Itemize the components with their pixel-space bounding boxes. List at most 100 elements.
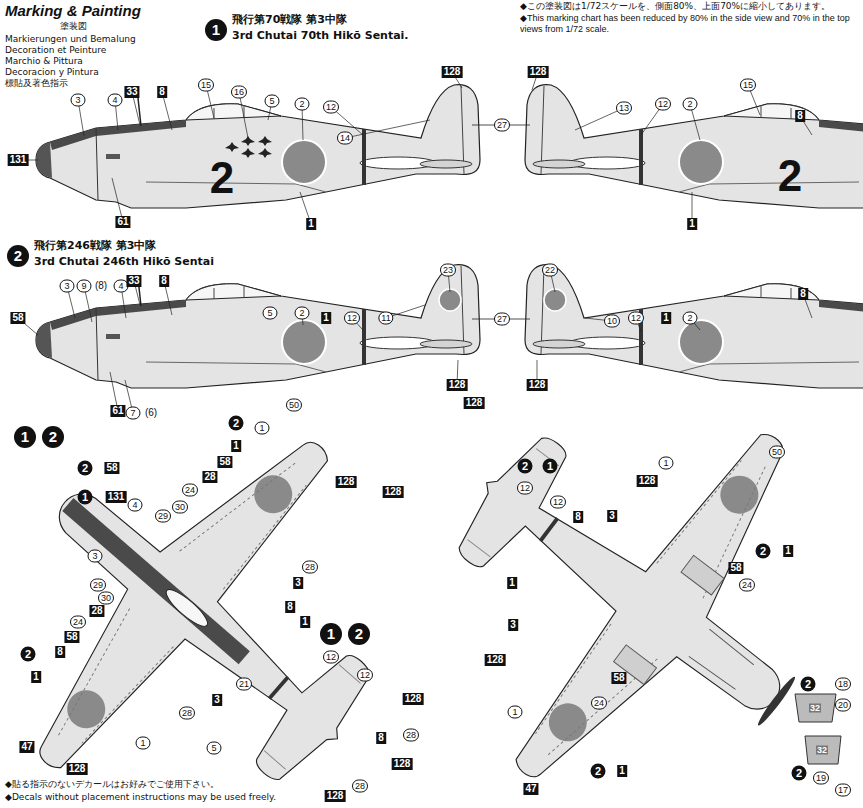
scheme-badge: 1 [543,459,558,474]
decal-number: 128 [447,379,468,391]
decal-number: 8 [157,86,167,98]
callout-number: 17 [835,784,851,797]
section-heading: 飛行第246戦隊 第3中隊 [34,240,156,251]
callout-number: 12 [628,312,644,325]
leader-line [345,120,430,138]
scheme-badge: 2 [518,459,533,474]
callout-number: 5 [265,95,280,108]
callout-number: 19 [813,772,829,785]
callout-number: 2 [683,98,698,111]
scheme-badge: 2 [229,416,244,431]
decal-number: 28 [89,605,104,617]
side-profile [525,85,863,208]
callout-number: 30 [172,501,188,514]
callout-number: 28 [302,561,318,574]
decal-number: 8 [376,732,386,744]
scheme-badge: 2 [756,544,771,559]
callout-number: 2 [295,98,310,111]
decal-number: 58 [10,312,25,324]
decal-number: 8 [795,110,805,122]
decal-number: 1 [31,671,41,683]
scheme-badge: 2 [348,623,370,645]
callout-number: 1 [508,706,523,719]
callout-number: 20 [835,699,851,712]
callout-number: 27 [494,119,510,132]
decal-number: 58 [64,631,79,643]
decal-number: 1 [306,218,316,230]
header-text: Markierungen und Bemalung [5,35,136,44]
decal-number: 128 [527,379,548,391]
eagle-emblems [225,136,272,158]
decal-number: 128 [637,475,658,487]
callout-number: 7 [126,407,141,420]
side-profile [36,265,480,388]
callout-number: 12 [550,496,566,509]
decal-number: 33 [126,275,141,287]
callout-number: 13 [616,102,632,115]
section-heading: 3rd Chutai 70th Hikō Sentai. [232,30,409,41]
callout-number: 50 [286,399,302,412]
scheme-badge: 2 [78,461,93,476]
scheme-badge: 2 [801,677,816,692]
decal-number: 3 [607,510,617,522]
decal-number: 128 [403,693,424,705]
section-heading: 飛行第70戦隊 第3中隊 [232,14,347,25]
callout-number: 4 [108,94,123,107]
callout-number: (8) [94,281,108,291]
decal-number: 3 [212,694,222,706]
decal-number: 1 [321,312,331,324]
callout-number: 28 [352,780,368,793]
decal-number: 1 [231,440,241,452]
callout-number: 16 [231,86,247,99]
header-text: Marchio & Pittura [5,57,83,66]
callout-number: 28 [403,729,419,742]
callout-number: 4 [128,499,143,512]
header-text: 塗装図 [60,22,87,31]
decal-number: 61 [110,405,125,417]
header-text: Decoration et Peinture [5,46,106,55]
callout-number: 21 [236,678,252,691]
callout-number: 1 [136,737,151,750]
decal-number: 1 [617,765,627,777]
scheme-badge: 2 [792,766,807,781]
tail-number: 32 [816,746,828,755]
callout-number: 12 [323,101,339,114]
header-text: 標貼及著色指示 [5,79,68,88]
callout-number: 24 [591,697,607,710]
decal-number: 1 [507,577,517,589]
decal-number: 8 [573,511,583,523]
decal-number: 131 [106,491,127,503]
note-text: ◆この塗装図は1/72スケールを、側面80%、上面70%に縮小してあります。 [520,2,830,11]
callout-number: 1 [255,422,270,435]
callout-number: 3 [88,550,103,563]
decal-number: 1 [300,616,310,628]
callout-number: 3 [71,94,86,107]
tail-number: 32 [809,704,821,713]
leader-line [239,92,248,138]
callout-number: 24 [739,579,755,592]
scheme-badge: 1 [320,623,342,645]
decal-number: 128 [485,654,506,666]
callout-number: 29 [155,510,171,523]
callout-number: 12 [344,312,360,325]
callout-number: 3 [60,280,75,293]
decal-number: 128 [528,66,549,78]
scheme-badge: 2 [21,647,36,662]
scheme-badge: 2 [591,764,606,779]
decal-number: 58 [611,672,626,684]
decal-number: 128 [442,66,463,78]
decal-number: 8 [285,601,295,613]
callout-number: 12 [517,482,533,495]
fin-hinomaru [439,289,461,311]
callout-number: 18 [835,678,851,691]
callout-number: 2 [295,307,310,320]
callout-number: 10 [604,315,620,328]
note-text: ◆This marking chart has been reduced by … [520,13,860,35]
decal-number: 58 [728,562,743,574]
callout-number: 14 [337,132,353,145]
decal-number: 1 [661,312,671,324]
decal-number: 8 [55,646,65,658]
callout-number: 9 [77,280,92,293]
